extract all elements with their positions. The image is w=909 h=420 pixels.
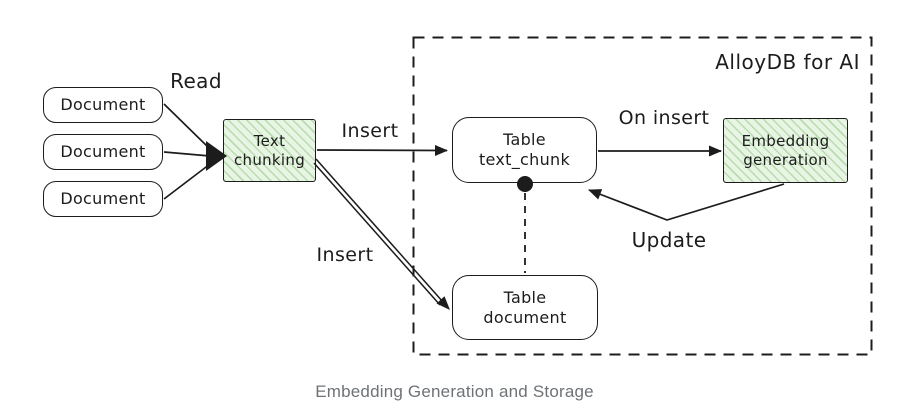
node-embedding-generation: Embedding generation <box>723 118 848 183</box>
edge-insert-bottom-arrowhead <box>436 296 450 310</box>
edge-update <box>588 183 785 221</box>
edge-relation-dashed <box>517 176 533 273</box>
node-table-text-chunk-line2: text_chunk <box>478 150 571 169</box>
edge-label-read: Read <box>170 69 222 93</box>
node-document-3: Document <box>43 181 163 217</box>
node-document-2: Document <box>43 134 163 170</box>
node-document-1: Document <box>43 87 163 123</box>
node-table-document-line2: document <box>483 307 567 327</box>
edge-label-insert-bottom: Insert <box>316 244 374 266</box>
node-embedding-generation-line1: Embedding <box>741 131 830 150</box>
node-document-1-label: Document <box>60 95 146 114</box>
alloydb-container-label: AlloyDB for AI <box>715 50 860 74</box>
edge-insert-top <box>316 144 448 156</box>
edge-label-on-insert: On insert <box>618 107 710 129</box>
node-text-chunking-line1: Text <box>253 131 286 150</box>
node-table-text-chunk: Table text_chunk <box>452 117 597 183</box>
node-document-2-label: Document <box>60 142 146 161</box>
node-table-document-line1: Table <box>503 287 547 307</box>
figure-caption: Embedding Generation and Storage <box>315 382 594 401</box>
node-document-3-label: Document <box>60 189 146 208</box>
node-text-chunking: Text chunking <box>223 119 316 182</box>
node-table-text-chunk-line1: Table <box>503 130 546 149</box>
node-text-chunking-line2: chunking <box>233 150 306 169</box>
edge-label-update: Update <box>631 228 707 252</box>
edge-insert-bottom <box>313 158 450 310</box>
edge-label-insert-top: Insert <box>341 120 399 142</box>
edge-read <box>163 103 227 200</box>
node-embedding-generation-line2: generation <box>743 150 828 169</box>
node-table-document: Table document <box>452 275 598 340</box>
